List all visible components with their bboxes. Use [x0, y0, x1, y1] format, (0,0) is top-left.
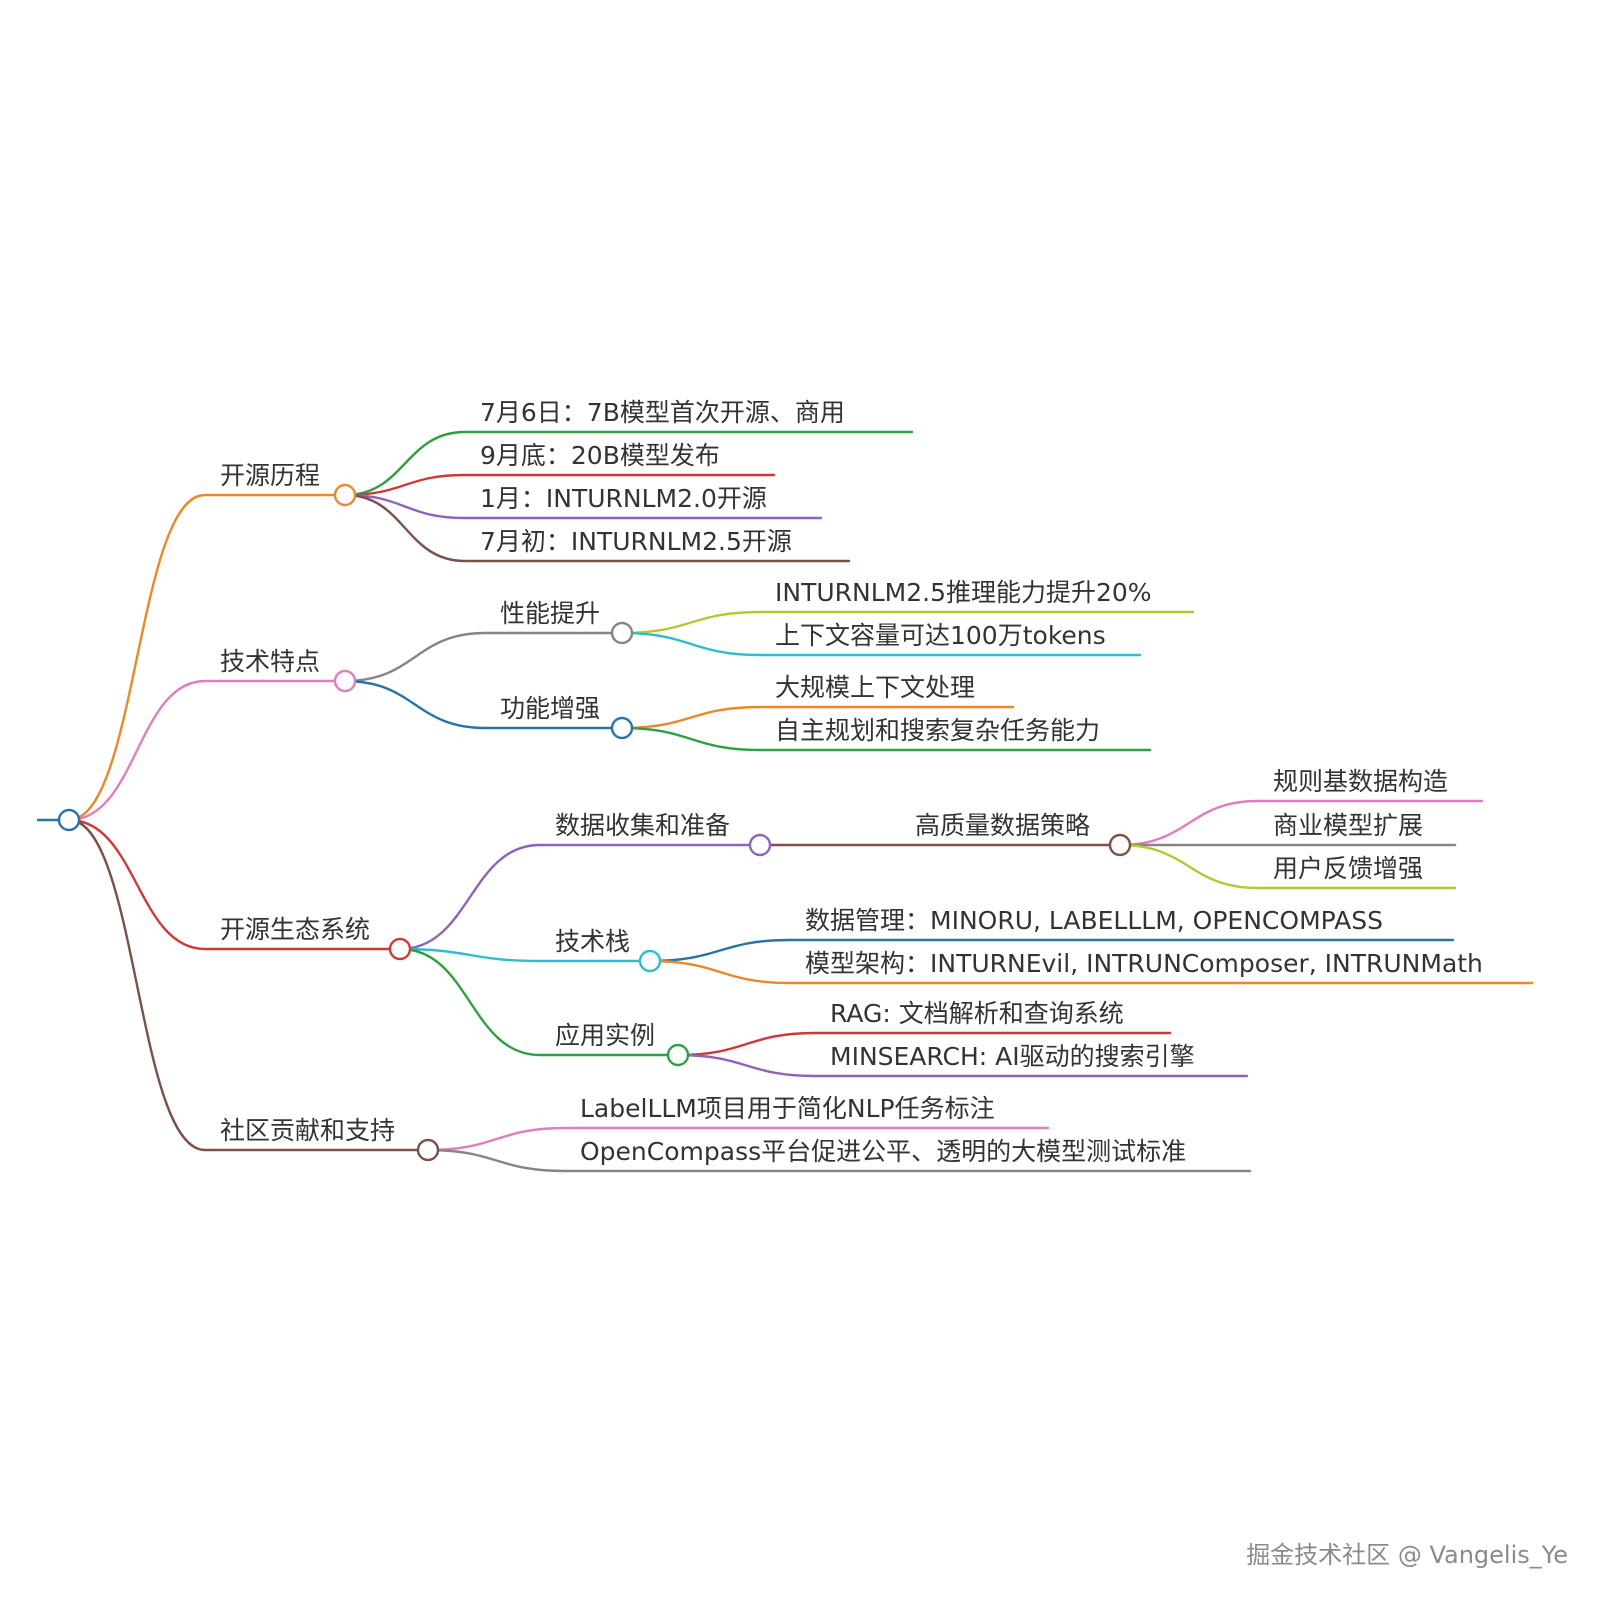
edge-b1 [67, 493, 347, 822]
node-b2-2-1[interactable]: 大规模上下文处理 [775, 673, 976, 702]
node-b3-1-1[interactable]: 高质量数据策略 [915, 811, 1091, 840]
node-b3-1-1-3[interactable]: 用户反馈增强 [1273, 854, 1424, 883]
node-b3-1-1-1[interactable]: 规则基数据构造 [1273, 767, 1449, 796]
node-b3-1[interactable]: 数据收集和准备 [555, 811, 731, 840]
node-b1-2[interactable]: 9月底：20B模型发布 [480, 441, 720, 470]
edge-b3-3-1 [676, 1031, 1172, 1057]
edge-b1-4 [343, 493, 851, 563]
node-circle-b3[interactable] [388, 937, 412, 961]
node-circle-b4[interactable] [416, 1138, 440, 1162]
edge-b2-1 [343, 631, 624, 683]
node-b3-2[interactable]: 技术栈 [555, 927, 631, 956]
edge-b2-2 [343, 679, 624, 730]
edge-b4-1 [426, 1126, 1050, 1152]
node-b3-3-1[interactable]: RAG: 文档解析和查询系统 [830, 999, 1124, 1028]
node-b1[interactable]: 开源历程 [220, 461, 321, 490]
watermark: 掘金技术社区 @ Vangelis_Ye [1246, 1541, 1568, 1569]
node-b3-3[interactable]: 应用实例 [555, 1021, 656, 1050]
edge-b1-1 [343, 430, 914, 497]
node-b3-3-2[interactable]: MINSEARCH: AI驱动的搜索引擎 [830, 1042, 1195, 1071]
node-b3-1-1-2[interactable]: 商业模型扩展 [1273, 811, 1424, 840]
edge-b3-2-1 [648, 938, 1455, 963]
edge-b3 [67, 818, 402, 951]
node-b1-1[interactable]: 7月6日：7B模型首次开源、商用 [480, 398, 845, 427]
edge-b4-2 [426, 1148, 1252, 1173]
node-b2-2-2[interactable]: 自主规划和搜索复杂任务能力 [775, 716, 1101, 745]
node-b3[interactable]: 开源生态系统 [220, 915, 371, 944]
node-b4-2[interactable]: OpenCompass平台促进公平、透明的大模型测试标准 [580, 1137, 1187, 1166]
node-b1-4[interactable]: 7月初：INTURNLM2.5开源 [480, 527, 792, 556]
edge-b3-1-1-3 [1118, 843, 1457, 890]
node-b2-1-2[interactable]: 上下文容量可达100万tokens [775, 621, 1106, 650]
edge-b2-1-2 [620, 631, 1142, 657]
node-b4[interactable]: 社区贡献和支持 [220, 1116, 396, 1145]
node-b3-2-1[interactable]: 数据管理：MINORU, LABELLLM, OPENCOMPASS [805, 906, 1383, 935]
edge-b3-2 [398, 947, 652, 963]
node-b2-2[interactable]: 功能增强 [500, 694, 601, 723]
node-circle-b3-1[interactable] [748, 833, 772, 857]
edge-b2-2-1 [620, 705, 1015, 730]
edge-b3-3 [398, 947, 680, 1057]
node-circle-b2-1[interactable] [610, 621, 634, 645]
node-circle-b3-3[interactable] [666, 1043, 690, 1067]
edge-b3-2-2 [648, 959, 1534, 985]
edge-b4 [67, 818, 430, 1152]
edge-b2-1-1 [620, 610, 1195, 635]
edge-b3-1 [398, 843, 762, 951]
node-circle-b3-1-1[interactable] [1108, 833, 1132, 857]
root-node-circle[interactable] [57, 808, 81, 832]
edge-b1-3 [343, 493, 823, 520]
edge-b3-3-2 [676, 1053, 1249, 1078]
node-b2[interactable]: 技术特点 [220, 647, 321, 676]
node-circle-b2-2[interactable] [610, 716, 634, 740]
node-b4-1[interactable]: LabelLLM项目用于简化NLP任务标注 [580, 1094, 995, 1123]
edge-b1-2 [343, 473, 776, 497]
node-b2-1-1[interactable]: INTURNLM2.5推理能力提升20% [775, 578, 1152, 607]
edge-b2-2-2 [620, 726, 1152, 752]
node-b2-1[interactable]: 性能提升 [500, 599, 601, 628]
edge-b3-1-1-1 [1118, 799, 1484, 847]
node-b1-3[interactable]: 1月：INTURNLM2.0开源 [480, 484, 767, 513]
edge-b2 [67, 679, 347, 822]
node-circle-b3-2[interactable] [638, 949, 662, 973]
node-circle-b1[interactable] [333, 483, 357, 507]
node-b3-2-2[interactable]: 模型架构：INTURNEvil, INTRUNComposer, INTRUNM… [805, 949, 1483, 978]
node-circle-b2[interactable] [333, 669, 357, 693]
